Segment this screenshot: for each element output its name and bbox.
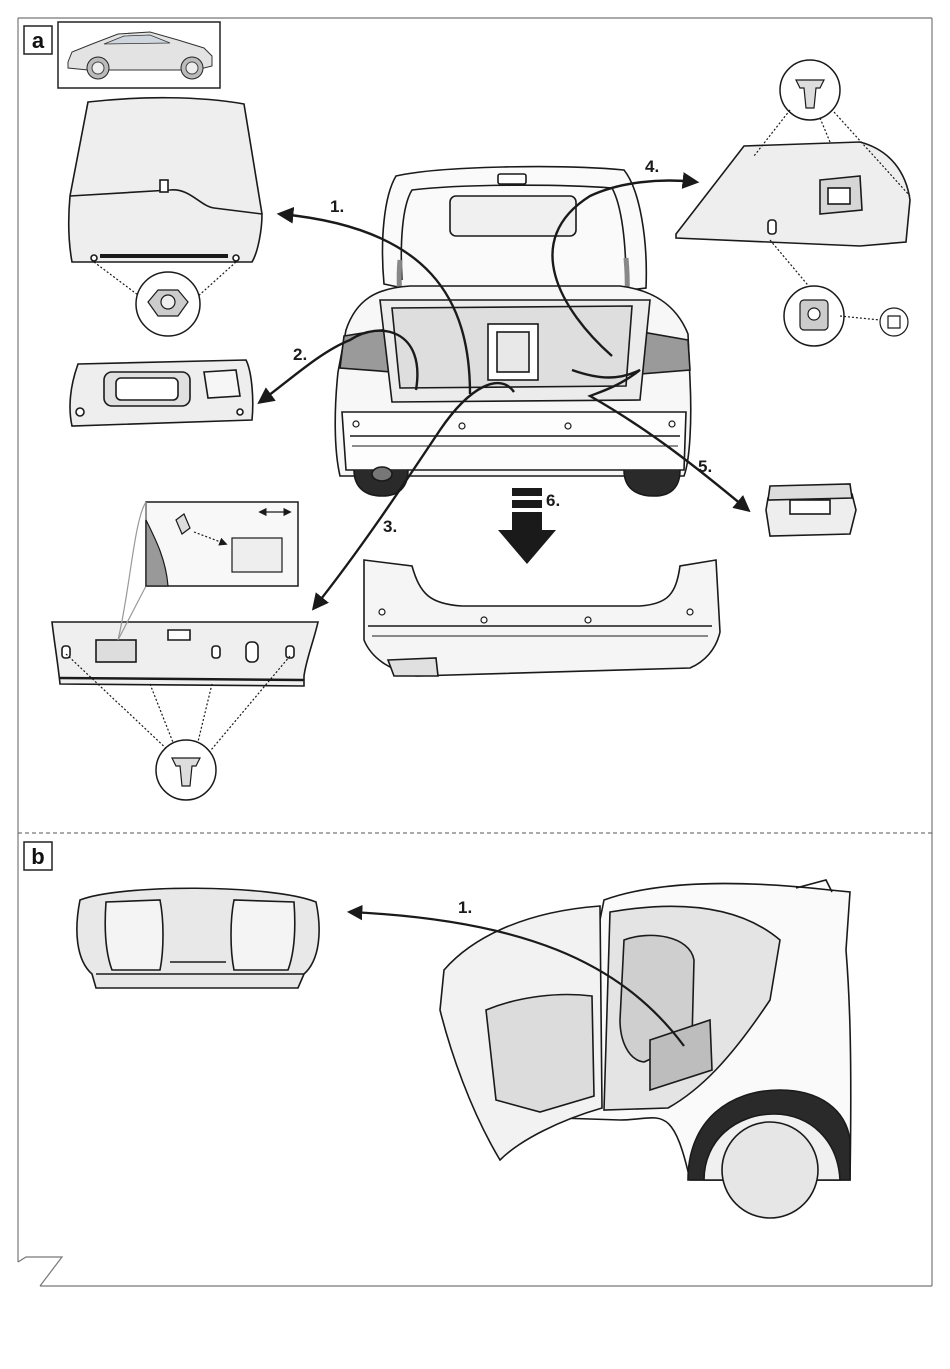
storage-box-part (766, 484, 856, 536)
floor-cover-part (69, 98, 262, 262)
rear-seat-cushion-part (77, 888, 319, 988)
nut-detail (94, 262, 236, 336)
section-a-label: a (32, 28, 45, 53)
vehicle-side-open-door (440, 880, 851, 1218)
rear-bumper-part (364, 560, 720, 676)
step-6-label: 6. (546, 491, 560, 510)
section-b-label: b (31, 844, 44, 869)
section-a-badge: a (24, 26, 52, 54)
step-4-label: 4. (645, 157, 659, 176)
step-b1-label: 1. (458, 898, 472, 917)
connector-inset (118, 502, 298, 640)
step-5-label: 5. (698, 457, 712, 476)
step-1-label: 1. (330, 197, 344, 216)
vehicle-thumbnail (58, 22, 220, 88)
step-2-label: 2. (293, 345, 307, 364)
step-3-label: 3. (383, 517, 397, 536)
section-b-badge: b (24, 842, 52, 870)
rear-panel-trim-part (52, 622, 318, 686)
loading-sill-part (70, 360, 253, 426)
